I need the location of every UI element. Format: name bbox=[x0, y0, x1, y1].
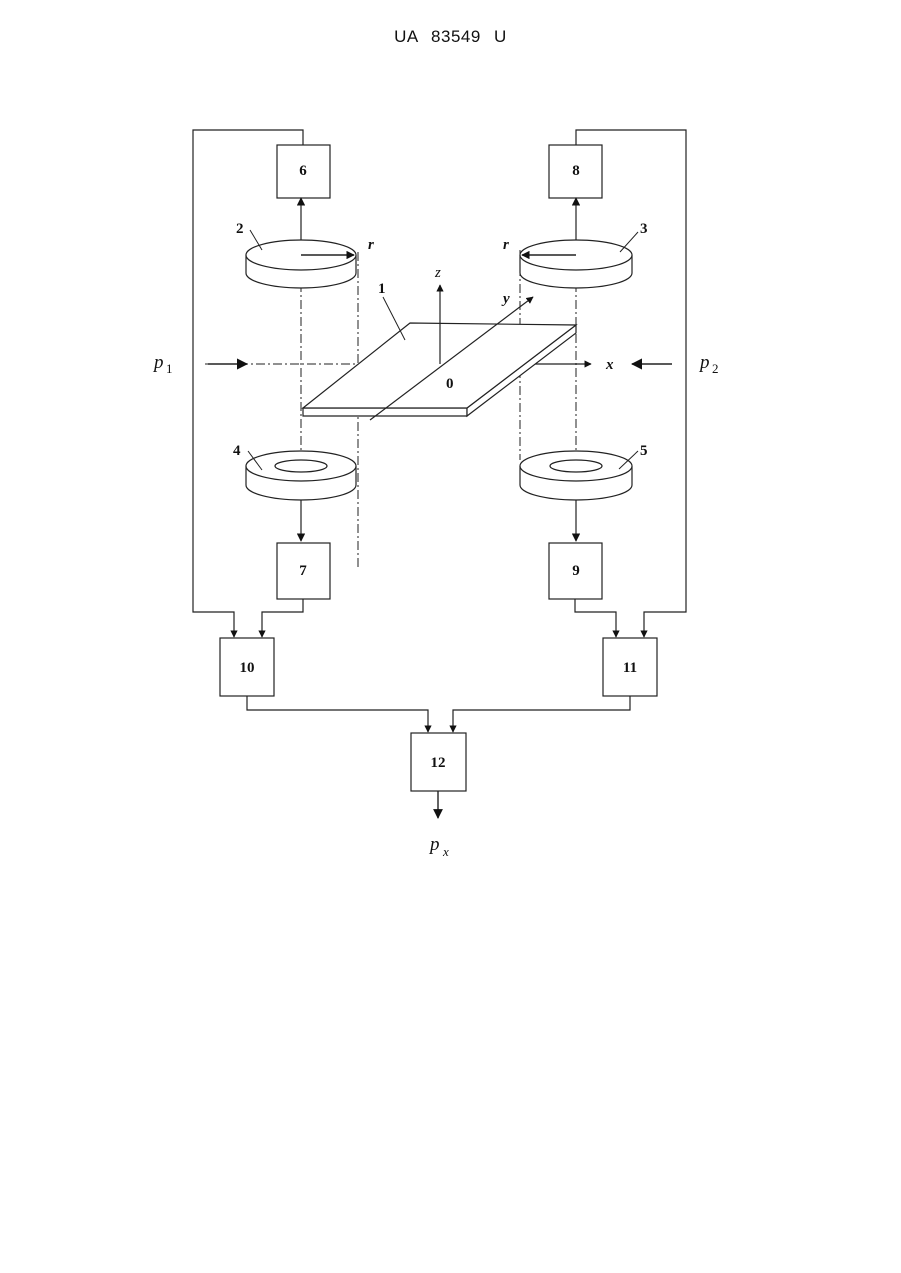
leader-1 bbox=[383, 297, 405, 340]
right-feedback-loop bbox=[576, 130, 686, 637]
left-feedback-loop bbox=[193, 130, 303, 637]
plate-label: 1 bbox=[378, 281, 386, 297]
ring-5-label: 5 bbox=[640, 443, 648, 459]
origin-label: 0 bbox=[446, 376, 454, 392]
px-subscript: x bbox=[442, 844, 449, 859]
p1-label: p bbox=[152, 352, 164, 373]
block-8-label: 8 bbox=[572, 163, 580, 179]
upper-left-ring bbox=[246, 240, 356, 288]
ring-3-label: 3 bbox=[640, 221, 648, 237]
block-11-label: 11 bbox=[623, 660, 637, 676]
p1-subscript: 1 bbox=[166, 361, 173, 376]
block-6-label: 6 bbox=[299, 163, 307, 179]
ring-4-label: 4 bbox=[233, 443, 241, 459]
z-axis-label: z bbox=[434, 265, 441, 281]
block-10-label: 10 bbox=[240, 660, 255, 676]
p2-label: p bbox=[698, 352, 710, 373]
line-10-to-12 bbox=[247, 696, 428, 732]
block-7-label: 7 bbox=[299, 563, 307, 579]
line-11-to-12 bbox=[453, 696, 630, 732]
ring-2-label: 2 bbox=[236, 221, 244, 237]
x-axis-label: x bbox=[605, 357, 614, 373]
radius-right-label: r bbox=[503, 237, 509, 253]
line-9-to-11 bbox=[575, 599, 616, 637]
leader-3 bbox=[620, 232, 638, 252]
px-label: p bbox=[428, 834, 440, 855]
lower-right-ring bbox=[520, 451, 632, 500]
line-7-to-10 bbox=[262, 599, 303, 637]
block-9-label: 9 bbox=[572, 563, 580, 579]
upper-right-ring bbox=[520, 240, 632, 288]
radius-left-label: r bbox=[368, 237, 374, 253]
y-axis-label: y bbox=[501, 291, 510, 307]
lower-left-ring bbox=[246, 451, 356, 500]
block-12-label: 12 bbox=[431, 755, 446, 771]
p2-subscript: 2 bbox=[712, 361, 719, 376]
